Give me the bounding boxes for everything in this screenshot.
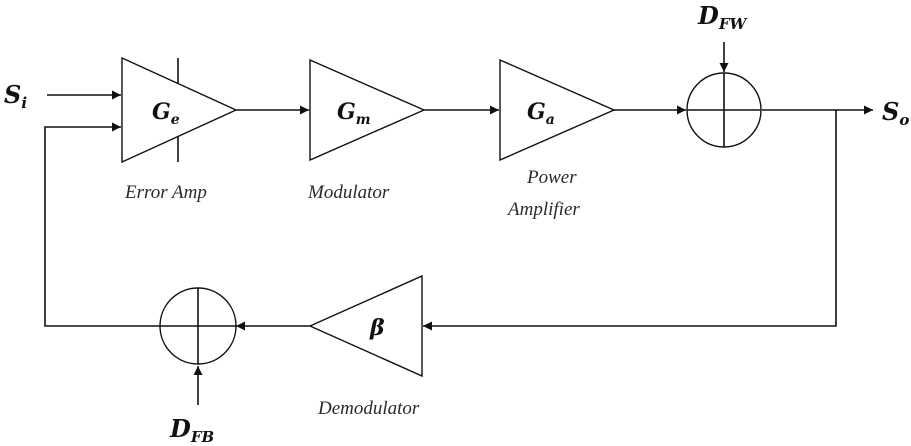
error-amp-block: Ge — [121, 56, 238, 164]
power-amp-caption-line1: Power — [526, 167, 577, 188]
demodulator-block: β — [308, 274, 423, 378]
power-amp-block: Ga — [499, 58, 616, 162]
input-signal-label: Si — [4, 80, 27, 112]
output-tap-wire — [423, 110, 837, 331]
feedback-summing-junction-icon — [159, 287, 237, 365]
output-signal-label: So — [882, 97, 909, 129]
modulator-gain-label: Gm — [337, 99, 371, 128]
error-amp-gain-label: Ge — [152, 99, 180, 128]
demodulator-caption: Demodulator — [317, 398, 420, 419]
feedback-return-wire — [44, 122, 160, 327]
error-amp-caption: Error Amp — [124, 182, 207, 203]
forward-summing-junction-icon — [686, 72, 762, 148]
modulator-caption: Modulator — [307, 182, 390, 203]
feedback-disturbance-label: DFB — [169, 414, 214, 446]
forward-disturbance-label: DFW — [697, 1, 748, 33]
power-amp-caption-line2: Amplifier — [506, 199, 580, 220]
demodulator-gain-label: β — [369, 315, 385, 341]
power-amp-gain-label: Ga — [527, 99, 555, 128]
modulator-block: Gm — [309, 58, 426, 162]
